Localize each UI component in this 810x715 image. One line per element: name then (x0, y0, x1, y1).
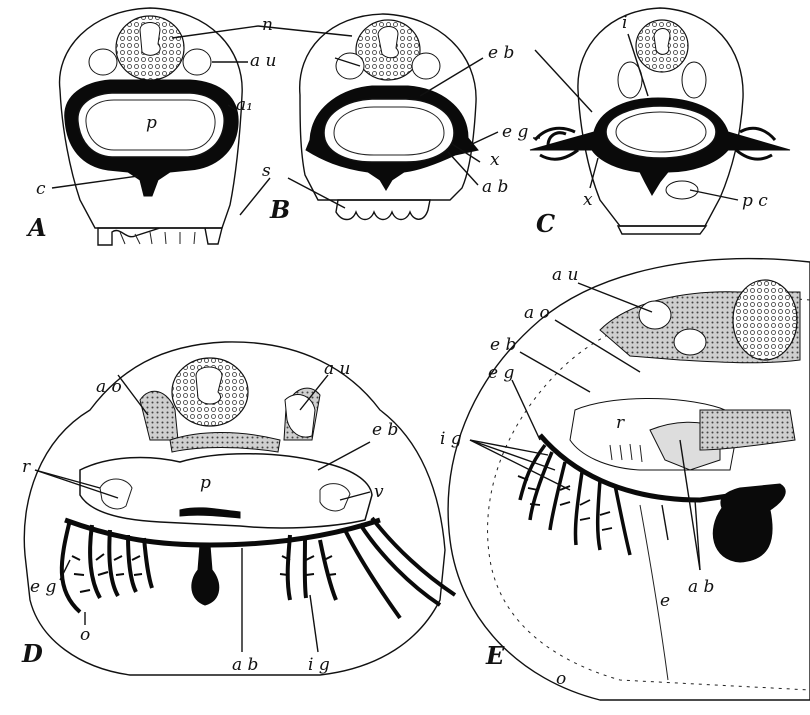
heart-e (713, 484, 785, 562)
section-c-base (618, 226, 706, 234)
label-i: i (622, 13, 627, 33)
panel-label-b: B (269, 195, 290, 224)
label-au-d: a u (324, 359, 351, 379)
label-eg-d: e g (30, 577, 56, 597)
pharynx-b (324, 99, 454, 162)
label-x-b: x (490, 150, 500, 170)
label-ao-e: a o (524, 303, 550, 323)
label-p-a: p (146, 113, 157, 133)
panel-label-c: C (536, 209, 555, 238)
label-ab-d: a b (232, 655, 258, 675)
pharynx-c (606, 106, 716, 158)
label-v: v (374, 482, 384, 502)
label-o-d: o (80, 625, 90, 645)
external-gills-right (288, 518, 455, 618)
section-e (448, 259, 810, 700)
label-n: n (262, 15, 273, 35)
neural-tube-e (733, 280, 797, 360)
label-a1: a₁ (236, 95, 253, 115)
label-ig-e: i g (440, 429, 462, 449)
heart-d (192, 545, 219, 605)
label-ab-e: a b (688, 577, 714, 597)
label-eg-c: e g (502, 122, 528, 142)
label-o-e: o (556, 669, 566, 689)
label-r-d: r (22, 457, 31, 477)
section-b (300, 14, 478, 220)
label-ab-b: a b (482, 177, 508, 197)
label-eg-e: e g (488, 363, 514, 383)
section-a-base (98, 228, 222, 245)
label-e: e (660, 591, 670, 611)
label-ao-d: a o (96, 377, 122, 397)
label-c: c (36, 179, 46, 199)
section-b-base (336, 200, 430, 220)
label-au-a: a u (250, 51, 277, 71)
label-r-e: r (616, 413, 625, 433)
panel-label-a: A (26, 213, 47, 242)
label-eb-b: e b (488, 43, 514, 63)
label-eb-e: e b (490, 335, 516, 355)
panel-label-d: D (21, 639, 43, 668)
label-s: s (262, 161, 271, 181)
label-pc: p c (742, 191, 768, 211)
label-au-e: a u (552, 265, 579, 285)
label-x-c: x (583, 190, 593, 210)
label-p-d: p (200, 473, 211, 493)
label-ig-d: i g (308, 655, 330, 675)
panel-label-e: E (485, 641, 505, 670)
label-eb-d: e b (372, 420, 398, 440)
